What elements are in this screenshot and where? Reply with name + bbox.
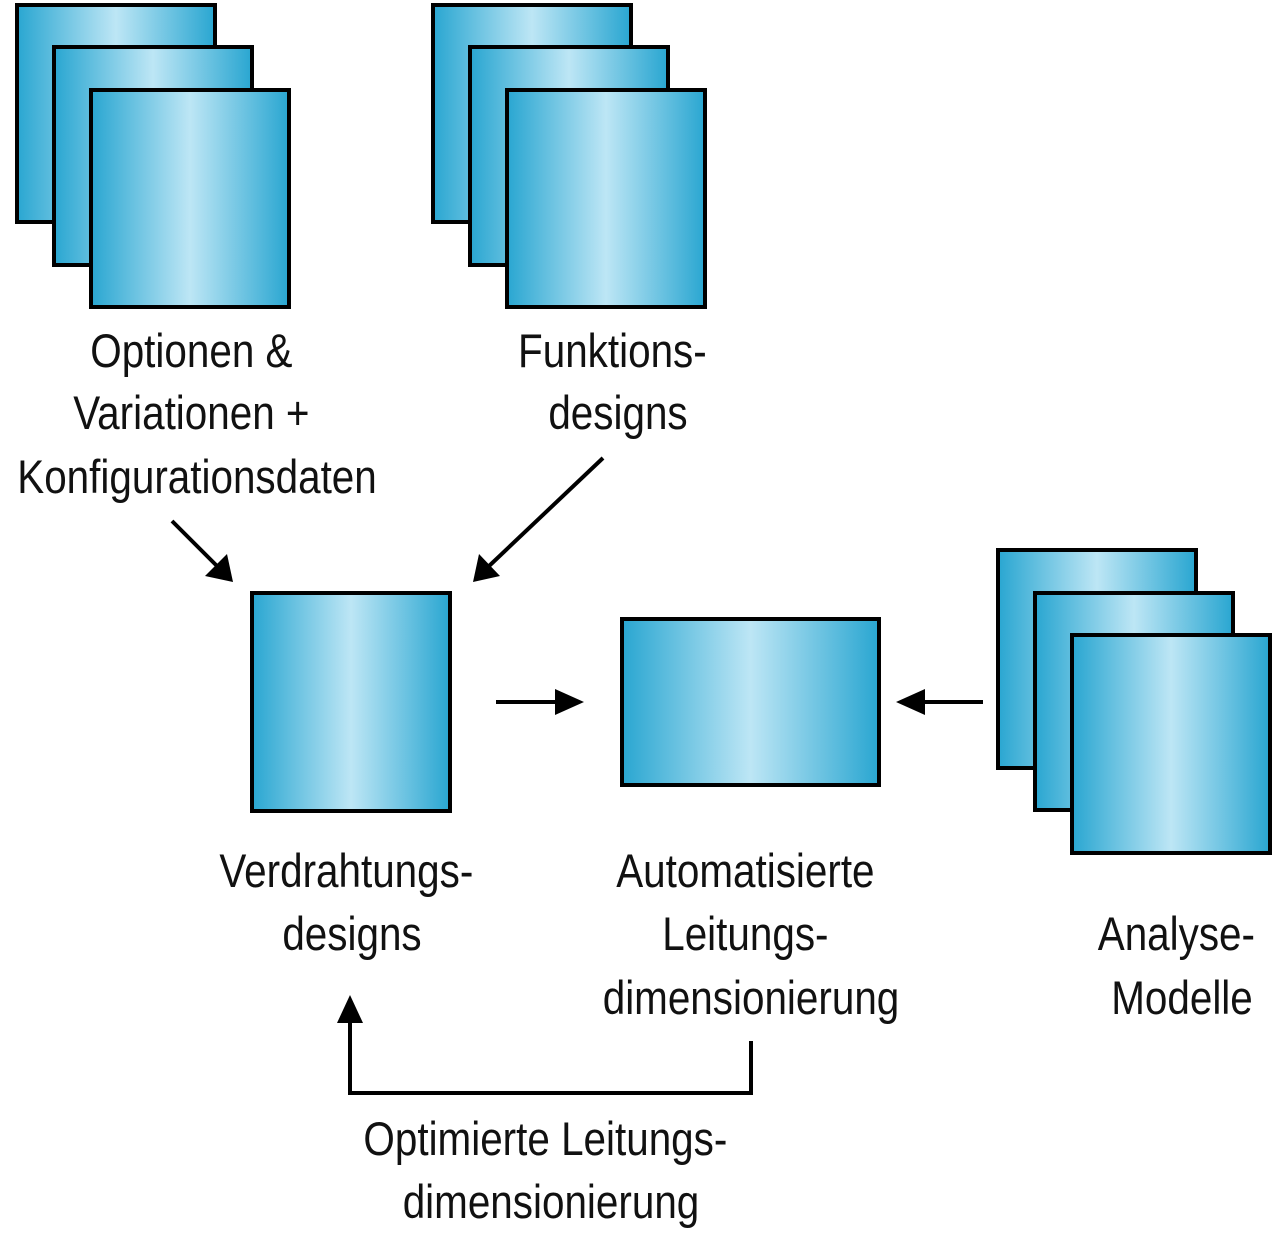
options-sheet-front [89,88,291,309]
options-label-line-3: Konfigurationsdaten [17,451,377,504]
automated-sizing-box [620,617,881,787]
options-label: Optionen & Variationen + Konfigurationsd… [17,325,377,504]
wiring-label: Verdrahtungs- designs [219,845,484,961]
wiring-designs-box [250,591,452,813]
arrow-analysis-to-sizing [896,689,983,715]
feedback-label-line-1: Optimierte Leitungs- [363,1113,727,1166]
function-designs-document-stack [431,3,707,309]
functions-label-line-1: Funktions- [518,325,707,378]
feedback-label: Optimierte Leitungs- dimensionierung [363,1113,738,1229]
arrow-wiring-to-sizing [496,689,584,715]
options-label-line-1: Optionen & [90,325,292,378]
options-document-stack [15,3,291,309]
sizing-label: Automatisierte Leitungs- dimensionierung [603,845,900,1025]
sizing-label-line-2: Leitungs- [662,908,828,961]
arrow-feedback-to-wiring [337,995,753,1095]
arrow-options-to-wiring [170,519,233,582]
wiring-label-line-2: designs [282,908,421,961]
sizing-label-line-1: Automatisierte [616,845,874,898]
analysis-sheet-front [1070,633,1272,855]
sizing-label-line-3: dimensionierung [603,972,900,1025]
feedback-label-line-2: dimensionierung [403,1176,700,1229]
arrow-functions-to-wiring [473,456,605,582]
wiring-label-line-1: Verdrahtungs- [219,845,473,898]
analysis-label-line-2: Modelle [1111,972,1253,1025]
functions-label-line-2: designs [548,387,687,440]
options-label-line-2: Variationen + [73,387,309,440]
analysis-models-document-stack [996,548,1272,855]
analysis-label: Analyse- Modelle [1098,908,1266,1025]
function-sheet-front [505,88,707,309]
analysis-label-line-1: Analyse- [1098,908,1255,961]
functions-label: Funktions- designs [518,325,718,440]
